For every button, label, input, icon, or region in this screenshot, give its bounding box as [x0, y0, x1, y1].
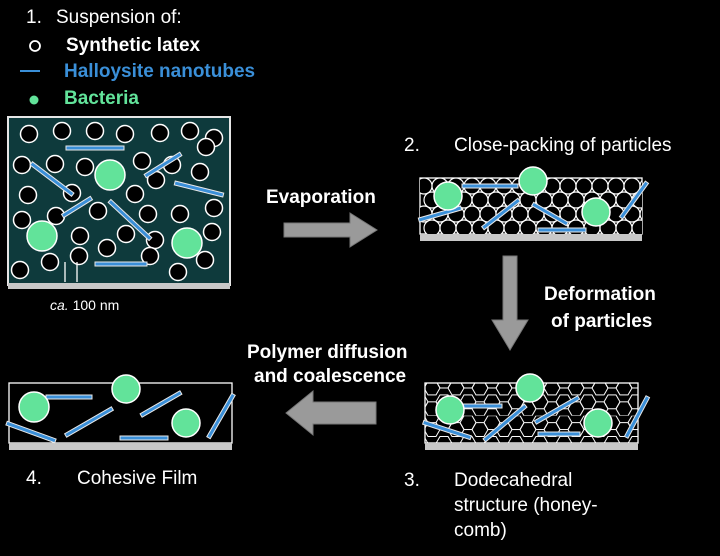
cohesive-film-panel: [5, 374, 236, 450]
legend-title: Suspension of:: [56, 7, 182, 28]
latex-particles: [10, 121, 224, 282]
diffusion-arrow: [285, 389, 377, 437]
deformation-arrow: [491, 255, 529, 351]
step3-number: 3.: [404, 470, 420, 491]
diffusion-label-line2: and coalescence: [254, 366, 407, 387]
step3-line1: Dodecahedral: [454, 470, 573, 491]
legend-step-number: 1.: [26, 7, 42, 28]
legend-label-halloysite: Halloysite nanotubes: [64, 61, 256, 82]
step4-number: 4.: [26, 468, 42, 489]
latex-icon: [29, 40, 41, 52]
scale-prefix: ca.: [50, 297, 69, 313]
bacteria-icon: [29, 95, 39, 105]
diffusion-label-line1: Polymer diffusion: [247, 342, 408, 363]
scale-label: ca. 100 nm: [50, 297, 119, 313]
bacteria: [26, 159, 203, 259]
dodecahedral-panel: [421, 373, 651, 450]
deformation-label-line2: of particles: [551, 311, 653, 332]
close-packing-panel: [417, 166, 650, 241]
scale-value: 100 nm: [72, 297, 120, 313]
suspension-panel: [7, 116, 231, 289]
step4-label: Cohesive Film: [77, 468, 198, 489]
legend-label-latex: Synthetic latex: [66, 35, 201, 56]
legend-label-bacteria: Bacteria: [64, 88, 139, 109]
scale-marker: [64, 262, 78, 282]
arrows: [283, 212, 529, 437]
halloysite-nanotubes: [29, 145, 225, 267]
evaporation-label: Evaporation: [266, 187, 376, 208]
halloysite-nanotubes-2: [417, 180, 650, 233]
step3-line2: structure (honey-: [454, 495, 598, 516]
step2-number: 2.: [404, 135, 420, 156]
legend-symbols: [20, 40, 41, 105]
step3-line3: comb): [454, 520, 507, 541]
step2-label: Close-packing of particles: [454, 135, 672, 156]
evaporation-arrow: [283, 212, 378, 248]
deformation-label-line1: Deformation: [544, 284, 656, 305]
